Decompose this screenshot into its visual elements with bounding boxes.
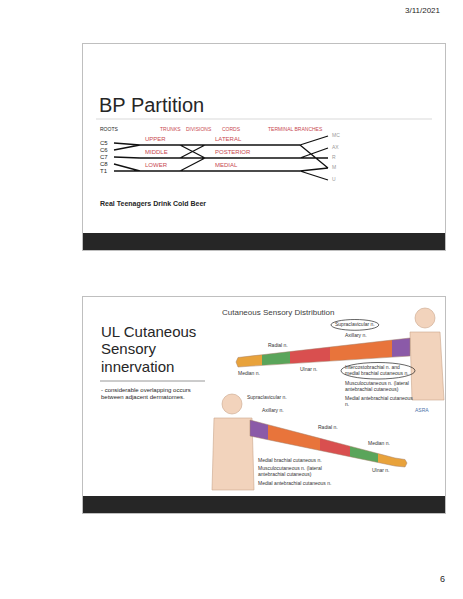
nerve-label: Ulnar n. bbox=[372, 468, 390, 474]
nerve-label: Median n. bbox=[368, 441, 390, 447]
page-date: 3/11/2021 bbox=[405, 6, 440, 15]
plexus-label: U bbox=[332, 177, 336, 183]
nerve-label: Musculocutaneous n. (lateral antebrachia… bbox=[258, 466, 348, 478]
nerve-label: Medial antebrachial cutaneous n. bbox=[258, 481, 353, 487]
plexus-label: POSTERIOR bbox=[215, 149, 250, 156]
slide-note: - considerable overlapping occurs betwee… bbox=[101, 387, 203, 401]
plexus-label: MIDDLE bbox=[145, 149, 168, 156]
plexus-label: TERMINAL BRANCHES bbox=[268, 127, 322, 133]
nerve-label: Intercostobrachial n. and medial brachia… bbox=[345, 365, 411, 377]
plexus-label: CORDS bbox=[222, 127, 240, 133]
slide-bar bbox=[82, 233, 446, 251]
plexus-label: T1 bbox=[100, 168, 107, 175]
plexus-label: C7 bbox=[100, 154, 108, 161]
frame-line bbox=[96, 119, 432, 120]
plexus-label: AX bbox=[332, 145, 339, 151]
plexus-label: LOWER bbox=[145, 162, 167, 169]
plexus-label: LATERAL bbox=[215, 136, 241, 143]
plexus-label: MC bbox=[332, 133, 340, 139]
slide-title: UL Cutaneous Sensory innervation bbox=[101, 323, 209, 375]
nerve-label: ASRA bbox=[415, 408, 429, 414]
nerve-label: Axillary n. bbox=[262, 408, 284, 414]
plexus-label: MEDIAL bbox=[215, 162, 237, 169]
nerve-label: Supraclavicular n. bbox=[247, 395, 287, 401]
title-divider bbox=[100, 381, 205, 382]
nerve-label: Radial n. bbox=[318, 425, 338, 431]
plexus-label: M bbox=[332, 165, 336, 171]
nerve-label: Cutaneous Sensory Distribution bbox=[222, 308, 335, 317]
page-number: 6 bbox=[440, 574, 445, 584]
nerve-label: Medial antebrachial cutaneous n. bbox=[345, 396, 415, 408]
plexus-label: C6 bbox=[100, 147, 108, 154]
slide-bar bbox=[82, 496, 446, 514]
nerve-label: Median n. bbox=[238, 371, 260, 377]
plexus-label: TRUNKS bbox=[160, 127, 181, 133]
nerve-label: Radial n. bbox=[268, 343, 288, 349]
nerve-label: Musculocutaneous n. (lateral antebrachia… bbox=[345, 381, 415, 393]
slide-title: BP Partition bbox=[99, 94, 204, 117]
back-figure bbox=[212, 394, 407, 490]
nerve-label: Axillary n. bbox=[345, 333, 367, 339]
nerve-label: Medial brachial cutaneous n. bbox=[258, 458, 348, 464]
slide-panel: BP Partition bbox=[82, 43, 446, 251]
front-figure bbox=[236, 308, 444, 400]
plexus-label: C8 bbox=[100, 161, 108, 168]
plexus-label: Real Teenagers Drink Cold Beer bbox=[100, 200, 206, 208]
plexus-label: R bbox=[332, 155, 336, 161]
callout-oval bbox=[341, 363, 415, 380]
plexus-label: C5 bbox=[100, 140, 108, 147]
plexus-lines bbox=[114, 136, 328, 180]
callout-oval bbox=[331, 320, 379, 331]
plexus-label: UPPER bbox=[145, 136, 166, 143]
plexus-label: ROOTS bbox=[100, 127, 118, 133]
nerve-label: Ulnar n. bbox=[300, 367, 318, 373]
nerve-label: Supraclavicular n. bbox=[335, 322, 375, 328]
plexus-label: DIVISIONS bbox=[186, 127, 211, 133]
